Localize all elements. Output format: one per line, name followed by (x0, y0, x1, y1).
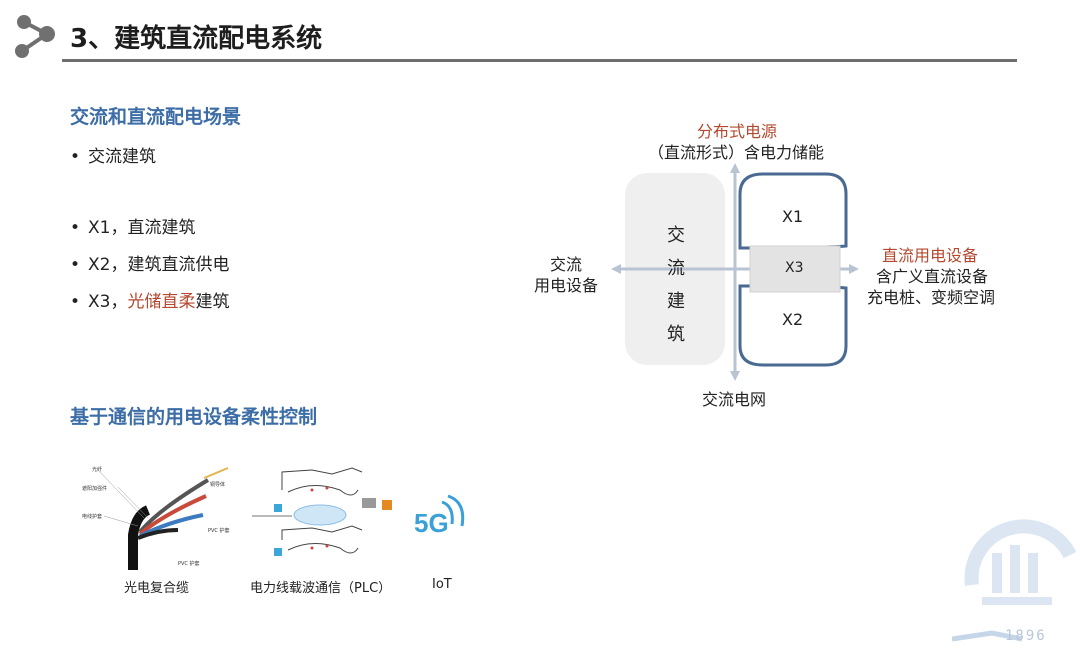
bullet-dot: • (70, 292, 81, 312)
x3-label: X3 (785, 260, 804, 276)
list-item: • X1，直流建筑 (70, 213, 195, 238)
ac-building-char: 流 (667, 258, 685, 279)
composite-cable-image (97, 467, 229, 570)
diagram-top-title: 分布式电源 (697, 122, 778, 141)
list-item-text: 建筑直流供电 (127, 255, 230, 275)
dc-load-line1: 含广义直流设备 (876, 267, 989, 286)
cable-part-label: PVC 护套 (208, 528, 230, 534)
list-item-suffix: 建筑 (195, 292, 230, 312)
list-item-prefix: X3， (88, 292, 128, 312)
diagram-top-subtitle: （直流形式）含电力储能 (648, 143, 825, 162)
ac-building-char: 筑 (667, 324, 685, 345)
list-item-text: 直流建筑 (127, 218, 196, 238)
list-item-prefix: X2， (88, 255, 128, 275)
cable-part-label: 光纤 (92, 467, 103, 473)
list-item-highlight: 光储直柔 (127, 292, 196, 312)
page-title: 3、建筑直流配电系统 (70, 24, 323, 54)
ac-grid-label: 交流电网 (702, 390, 767, 409)
ac-load-label-2: 用电设备 (534, 276, 599, 295)
ac-building-char: 交 (667, 225, 685, 246)
distribution-diagram (611, 163, 859, 381)
ac-load-label-1: 交流 (550, 255, 583, 274)
section-heading-flexible-control: 基于通信的用电设备柔性控制 (70, 406, 318, 428)
cable-part-label: 电线护套 (82, 514, 103, 520)
x2-label: X2 (782, 310, 804, 329)
list-item: • X3，光储直柔建筑 (70, 287, 229, 312)
list-item-text: 交流建筑 (88, 147, 156, 167)
bullet-dot: • (70, 255, 81, 275)
list-item: • X2，建筑直流供电 (70, 250, 229, 275)
share-nodes-icon (15, 15, 55, 58)
plc-diagram-image (252, 467, 392, 556)
bullet-dot: • (70, 218, 81, 238)
bullet-dot: • (70, 147, 81, 167)
5g-logo-text: 5G (414, 508, 449, 538)
list-item-prefix: X1， (88, 218, 128, 238)
wifi-signal-icon (441, 494, 465, 527)
ac-building-label: 交 流 建 筑 (662, 219, 690, 351)
university-watermark-icon (952, 519, 1077, 642)
cable-part-label: 铜导体 (210, 482, 226, 488)
x1-label: X1 (782, 207, 804, 226)
list-item: • 交流建筑 (70, 142, 156, 167)
image-caption: 电力线载波通信（PLC） (250, 581, 392, 596)
watermark-year: 1896 (1005, 628, 1047, 644)
x3-box (749, 245, 841, 293)
title-divider (62, 59, 1017, 62)
dc-load-line2: 充电桩、变频空调 (867, 288, 996, 307)
cable-part-label: PVC 护套 (178, 561, 200, 567)
image-caption: IoT (432, 577, 452, 592)
dc-load-title: 直流用电设备 (882, 246, 979, 265)
section-heading-scenarios: 交流和直流配电场景 (70, 106, 242, 128)
cable-part-label: 遮阳加强件 (82, 486, 108, 492)
ac-building-char: 建 (667, 291, 685, 312)
image-caption: 光电复合缆 (124, 581, 190, 596)
